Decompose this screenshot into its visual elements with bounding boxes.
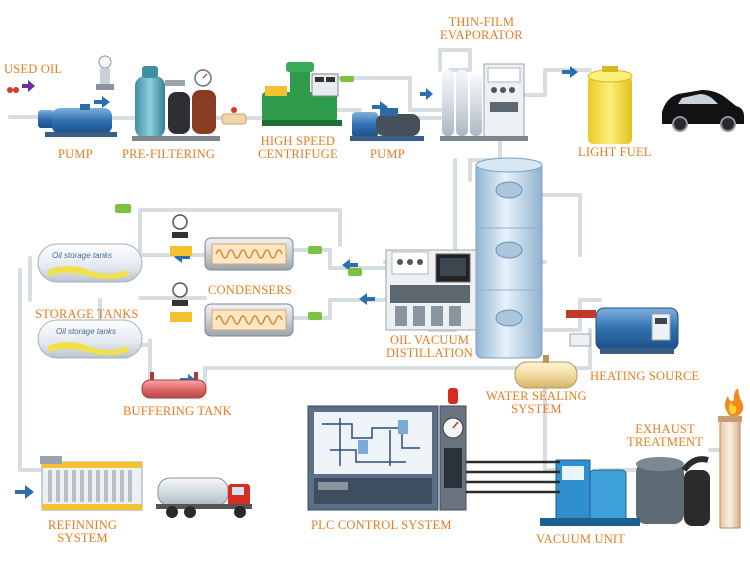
storage-tank-upper-text: Oil storage tanks [52,251,112,260]
label-buffering-tank: BUFFERING TANK [123,404,232,418]
label-water-sealing-line1: WATER SEALING [486,389,587,403]
label-pre-filtering: PRE-FILTERING [122,147,216,161]
label-plc-control-system: PLC CONTROL SYSTEM [311,518,452,532]
storage-tank-lower: Oil storage tanks [37,319,143,359]
vacuum-unit [540,459,640,526]
label-exhaust-line1: EXHAUST [635,422,695,436]
buffering-tank [141,372,207,399]
valve-top-left [115,204,131,213]
storage-tank-upper: Oil storage tanks [37,243,143,283]
arrow-used-oil [22,80,35,92]
label-condensers: CONDENSERS [208,283,292,297]
plc-cables [466,460,560,494]
condenser-lower [170,282,322,337]
label-refining-system: REFINNING SYSTEM [48,519,117,545]
high-speed-centrifuge [262,62,354,126]
exhaust-stack [718,388,744,529]
condenser-upper [170,214,322,271]
water-sealing-tank [514,355,578,389]
arrow-condenser-2 [359,293,375,305]
label-distillation: OIL VACUUM DISTILLATION [386,334,473,360]
label-distillation-line2: DISTILLATION [386,346,474,360]
tanker-truck-icon [156,477,252,518]
arrow-condenser-1 [342,259,358,271]
label-distillation-line1: OIL VACUUM [389,333,470,347]
arrow-evaporator-in [420,88,433,100]
vacuum-distillation-unit [385,249,477,331]
label-refining-line1: REFINNING [48,518,118,532]
pre-filtering-unit [132,66,247,141]
label-centrifuge-line2: CENTRIFUGE [258,147,338,161]
arrow-light-fuel [562,66,578,78]
label-storage-tanks: STORAGE TANKS [35,307,139,321]
thin-film-evaporator [440,63,528,141]
valve-distillation [348,268,362,276]
exhaust-treatment-unit [636,456,710,526]
label-pump-2: PUMP [370,147,405,161]
refining-system [40,456,143,511]
distillation-column [475,157,543,359]
label-heating-source: HEATING SOURCE [590,369,700,383]
label-vacuum-unit: VACUUM UNIT [536,532,626,546]
label-evaporator-line2: EVAPORATOR [440,28,523,42]
label-exhaust-line2: TREATMENT [627,435,704,449]
label-used-oil: USED OIL [4,62,63,76]
flow-meter-1 [96,55,114,90]
arrow-pump-1 [94,96,110,108]
used-oil-dots [7,87,19,93]
car-icon [662,90,744,132]
label-water-sealing: WATER SEALING SYSTEM [486,390,587,416]
storage-tank-lower-text: Oil storage tanks [56,327,116,336]
heating-source [566,307,679,354]
label-centrifuge: HIGH SPEED CENTRIFUGE [258,135,338,161]
label-evaporator-line1: THIN-FILM [448,15,515,29]
light-fuel-tank [587,66,633,144]
pump-1 [38,104,117,137]
label-refining-line2: SYSTEM [57,531,108,545]
pump-2 [350,108,424,141]
label-centrifuge-line1: HIGH SPEED [260,134,336,148]
plc-control-system [307,388,467,511]
label-exhaust-treatment: EXHAUST TREATMENT [627,423,703,449]
label-light-fuel: LIGHT FUEL [578,145,652,159]
label-pump-1: PUMP [58,147,93,161]
label-water-sealing-line2: SYSTEM [511,402,562,416]
arrow-refining [15,485,34,499]
label-evaporator: THIN-FILM EVAPORATOR [440,16,523,42]
